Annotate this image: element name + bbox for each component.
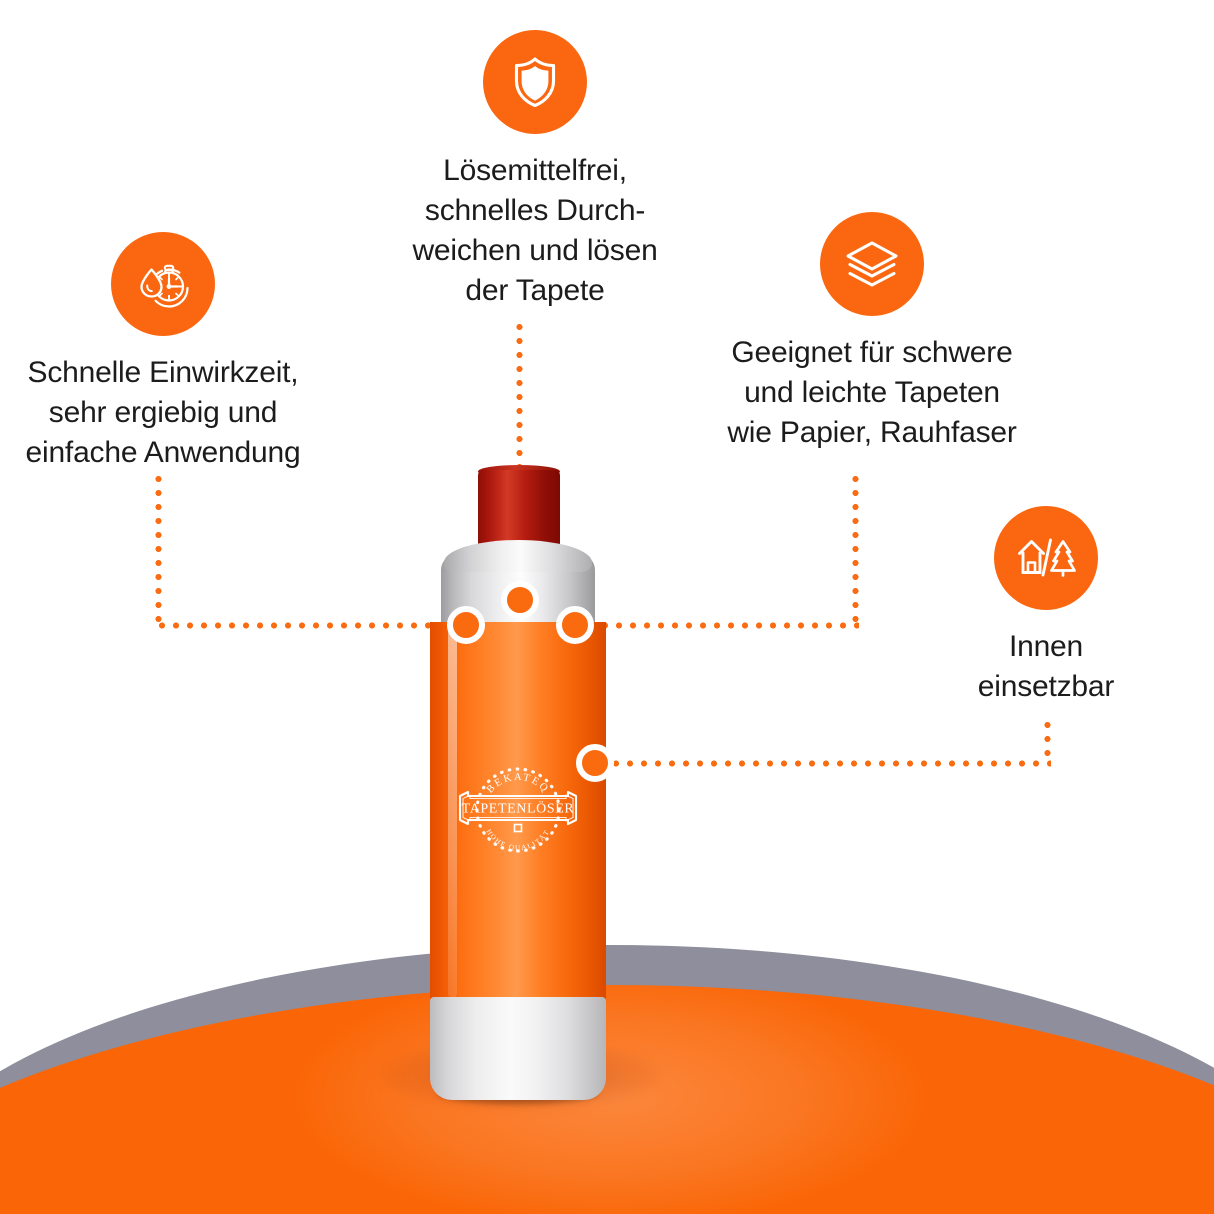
connector-tapeten-horizontal — [570, 622, 859, 629]
marker-cap[interactable] — [501, 581, 539, 619]
feature-icon-circle-einwirkzeit — [111, 232, 215, 336]
feature-icon-circle-loesemittelfrei — [483, 30, 587, 134]
label-artwork: BEKATEQ HOHE QUALITÄT TAPETENLÖSER — [458, 767, 578, 853]
feature-text-loesemittelfrei: Lösemittelfrei, schnelles Durch- weichen… — [412, 154, 658, 307]
feature-icon-circle-tapeten — [820, 212, 924, 316]
marker-label[interactable] — [576, 744, 614, 782]
bottle-body — [430, 622, 606, 1022]
marker-left[interactable] — [447, 606, 485, 644]
stopwatch-droplet-icon — [140, 264, 189, 308]
layers-icon — [846, 241, 898, 287]
feature-text-innen: Innen einsetzbar — [977, 630, 1115, 703]
feature-innen: Innen einsetzbar — [924, 506, 1168, 707]
bottle-highlight — [448, 626, 457, 998]
shield-icon — [514, 57, 556, 108]
bottle-cap — [478, 470, 560, 548]
house-tree-icon — [1018, 538, 1076, 577]
feature-text-einwirkzeit: Schnelle Einwirkzeit, sehr ergiebig und … — [25, 356, 301, 469]
connector-loesemittelfrei-vertical — [516, 320, 523, 602]
bottle-shoulder — [444, 540, 592, 572]
product-label: BEKATEQ HOHE QUALITÄT TAPETENLÖSER — [444, 760, 592, 860]
feature-text-tapeten: Geeignet für schwere und leichte Tapeten… — [727, 336, 1017, 449]
connector-innen-horizontal — [595, 760, 1051, 767]
connector-einwirkzeit-horizontal — [155, 622, 475, 629]
bottle-base — [430, 997, 606, 1100]
label-main-text: TAPETENLÖSER — [462, 800, 575, 817]
feature-tapeten: Geeignet für schwere und leichte Tapeten… — [672, 212, 1072, 453]
product-bottle: BEKATEQ HOHE QUALITÄT TAPETENLÖSER — [430, 465, 606, 1104]
connector-einwirkzeit-vertical — [155, 472, 162, 628]
connector-innen-vertical — [1044, 718, 1051, 764]
connector-tapeten-vertical — [852, 472, 859, 628]
feature-icon-circle-innen — [994, 506, 1098, 610]
marker-right[interactable] — [556, 606, 594, 644]
feature-loesemittelfrei: Lösemittelfrei, schnelles Durch- weichen… — [335, 30, 735, 311]
feature-einwirkzeit: Schnelle Einwirkzeit, sehr ergiebig und … — [0, 232, 364, 473]
